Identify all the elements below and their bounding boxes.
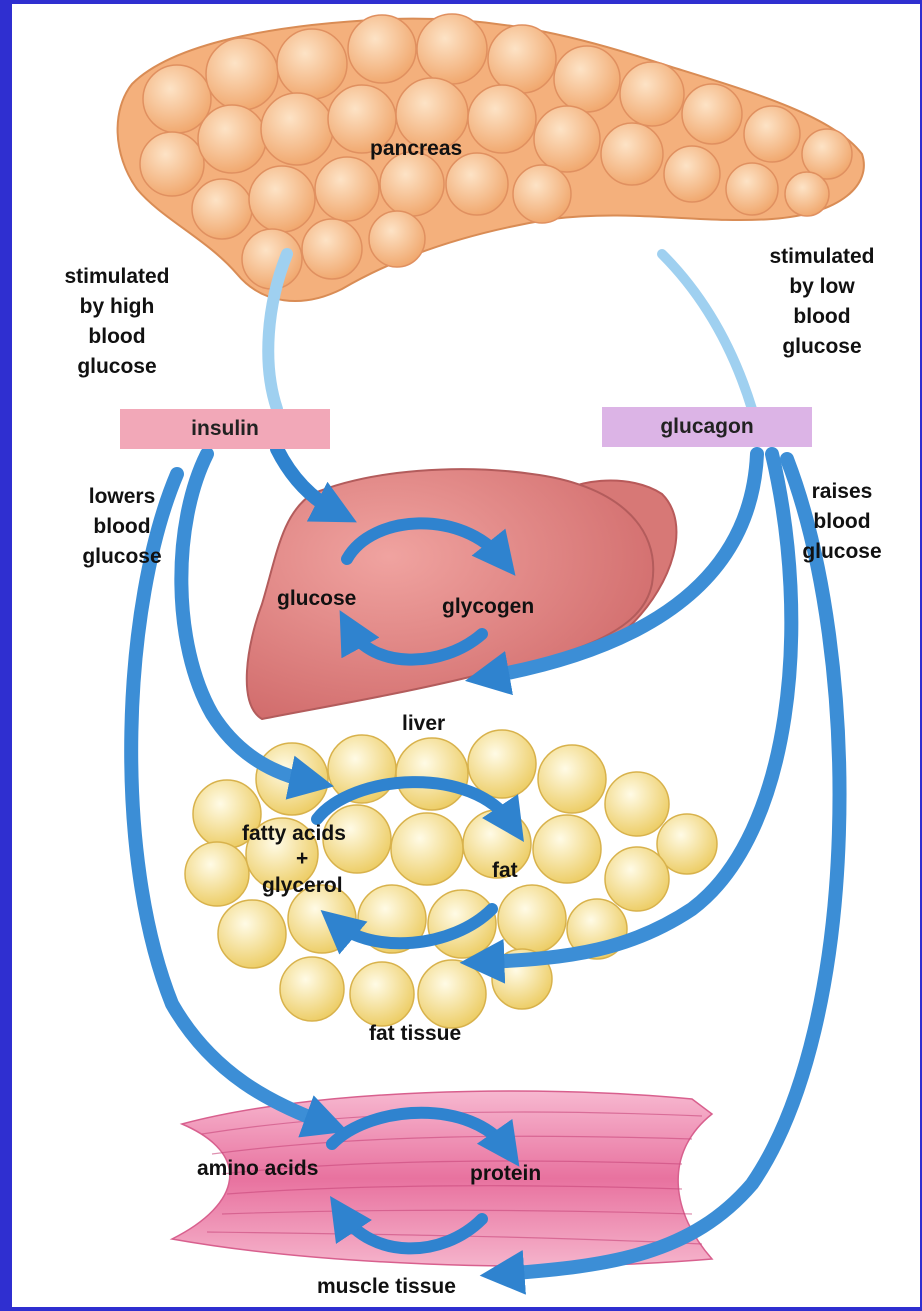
diagram-illustration [12, 4, 920, 1307]
lowers-glucose-label: lowers blood glucose [72, 482, 172, 572]
stimulated-high-label: stimulated by high blood glucose [52, 262, 182, 382]
glucagon-label: glucagon [660, 415, 753, 439]
glycogen-label: glycogen [442, 592, 534, 622]
muscle-tissue-label: muscle tissue [317, 1272, 456, 1302]
stimulated-low-label: stimulated by low blood glucose [752, 242, 892, 362]
insulin-label: insulin [191, 417, 259, 441]
insulin-box: insulin [120, 409, 330, 449]
fat-tissue-label: fat tissue [369, 1019, 461, 1049]
diagram-frame: insulin glucagon pancreas liver fat tiss… [12, 4, 920, 1307]
plus-sign: + [296, 844, 308, 874]
pancreas-label: pancreas [370, 134, 462, 164]
protein-label: protein [470, 1159, 541, 1189]
glucose-label: glucose [277, 584, 356, 614]
glycerol-label: glycerol [262, 871, 343, 901]
amino-acids-label: amino acids [197, 1154, 318, 1184]
fatty-acids-label: fatty acids [242, 819, 346, 849]
liver-label: liver [402, 709, 445, 739]
fat-label: fat [492, 856, 518, 886]
raises-glucose-label: raises blood glucose [787, 477, 897, 567]
glucagon-box: glucagon [602, 407, 812, 447]
